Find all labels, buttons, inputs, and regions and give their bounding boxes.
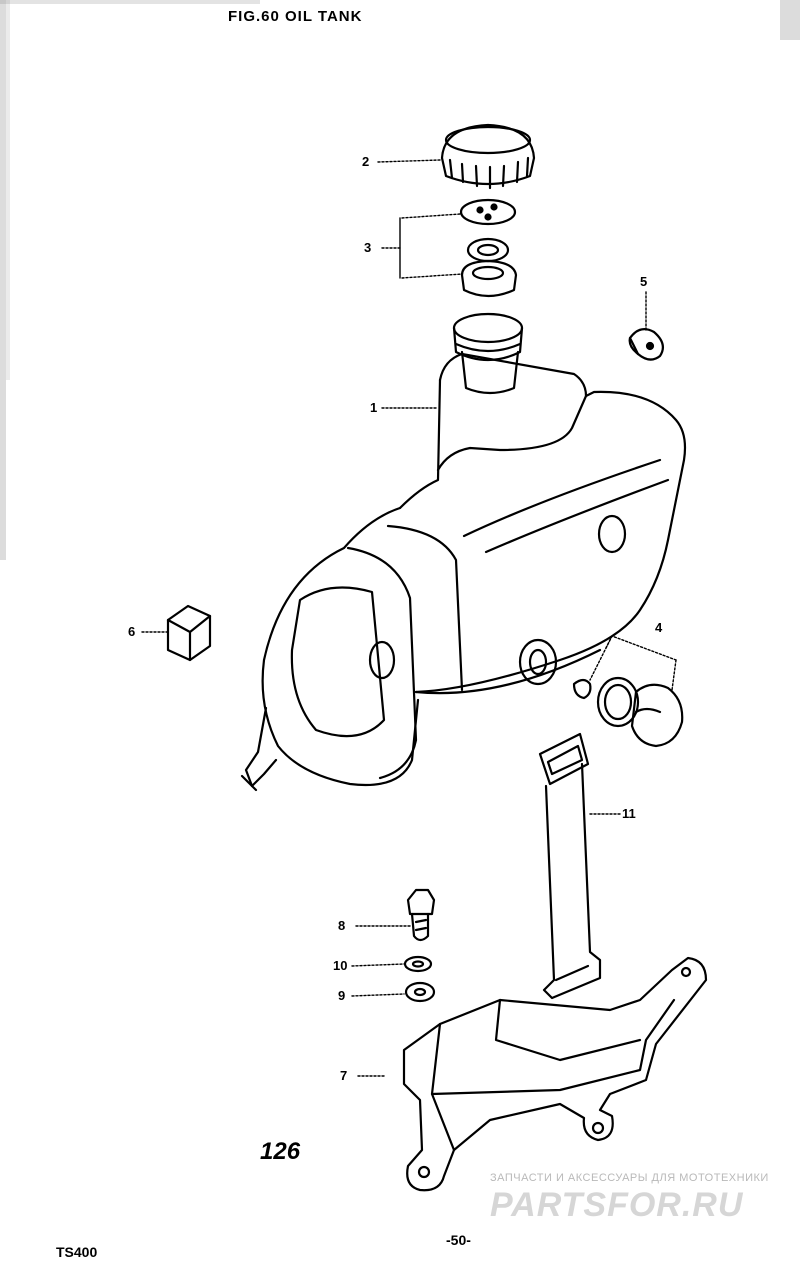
part-label-11: 11 [622, 806, 636, 821]
part-label-7: 7 [340, 1068, 348, 1083]
mounting-bracket [402, 956, 708, 1192]
cap-seal-set [459, 198, 518, 298]
cushion-block [166, 604, 212, 662]
scan-noise [0, 0, 800, 560]
watermark-tagline: ЗАПЧАСТИ И АКСЕССУАРЫ ДЛЯ МОТОТЕХНИКИ [490, 1172, 769, 1184]
part-label-9: 9 [338, 988, 346, 1003]
part-label-4: 4 [655, 620, 663, 635]
page-number: -50- [446, 1232, 471, 1248]
model-name: TS400 [56, 1244, 98, 1260]
part-label-8: 8 [338, 918, 346, 933]
part-label-6: 6 [128, 624, 136, 639]
oil-tank-body [240, 312, 687, 792]
part-label-2: 2 [362, 154, 370, 169]
watermark-brand: PARTSFOR.RU [490, 1186, 744, 1224]
bolt [406, 888, 436, 942]
rubber-strap [538, 732, 602, 1000]
drain-plug-set [572, 676, 684, 748]
washer [404, 981, 436, 1003]
part-label-3: 3 [364, 240, 372, 255]
figure-title: FIG.60 OIL TANK [228, 8, 363, 25]
part-label-1: 1 [370, 400, 378, 415]
illustration-number: 126 [260, 1138, 301, 1165]
grommet [628, 327, 665, 361]
lock-washer [403, 955, 433, 973]
part-label-10: 10 [333, 958, 348, 973]
part-label-5: 5 [640, 274, 648, 289]
leader-lines [141, 159, 677, 1077]
filler-cap [440, 123, 536, 190]
